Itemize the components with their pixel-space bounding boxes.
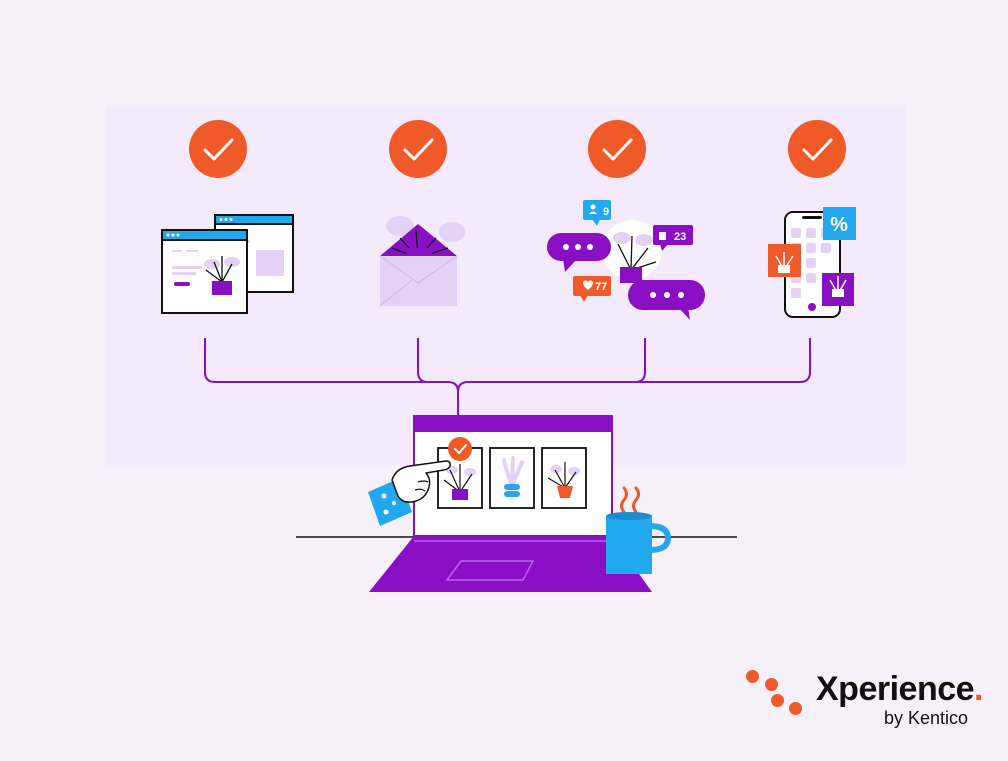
coffee-mug-icon — [606, 486, 672, 574]
pointing-hand-icon — [368, 460, 451, 526]
check-icon-email — [389, 120, 447, 178]
brand-period: . — [974, 670, 983, 708]
followers-badge: 9 — [583, 200, 611, 226]
brand-subtitle: by Kentico — [884, 708, 969, 728]
comments-badge: 23 — [653, 225, 693, 251]
brand-logo: Xperience. by Kentico — [746, 664, 996, 744]
browser-windows-icon — [161, 214, 294, 314]
laptop-icon — [369, 415, 652, 592]
brand-name: Xperience. — [816, 670, 983, 708]
envelope-icon — [379, 216, 465, 307]
product-card-orange[interactable] — [541, 447, 587, 509]
product-tile-purple — [822, 273, 854, 306]
product-tile-orange — [768, 244, 801, 277]
followers-count: 9 — [603, 206, 609, 218]
comments-count: 23 — [674, 231, 686, 243]
discount-symbol: % — [830, 214, 848, 236]
product-card-selected[interactable] — [437, 437, 483, 509]
check-icon-mobile — [788, 120, 846, 178]
smartphone-icon: % — [768, 207, 856, 318]
brand-dot-2 — [765, 678, 778, 691]
discount-badge: % — [823, 207, 856, 240]
connector-lines — [204, 338, 811, 438]
brand-dot-3 — [771, 694, 784, 707]
likes-badge: 77 — [573, 276, 611, 302]
brand-dot-4 — [789, 702, 802, 715]
check-icon-website — [189, 120, 247, 178]
social-chat-icon: 9 23 77 — [547, 200, 705, 320]
product-card-blue[interactable] — [489, 447, 535, 509]
brand-dot-1 — [746, 670, 759, 683]
likes-count: 77 — [595, 281, 607, 293]
check-icon-social — [588, 120, 646, 178]
selected-check-icon — [448, 437, 472, 461]
